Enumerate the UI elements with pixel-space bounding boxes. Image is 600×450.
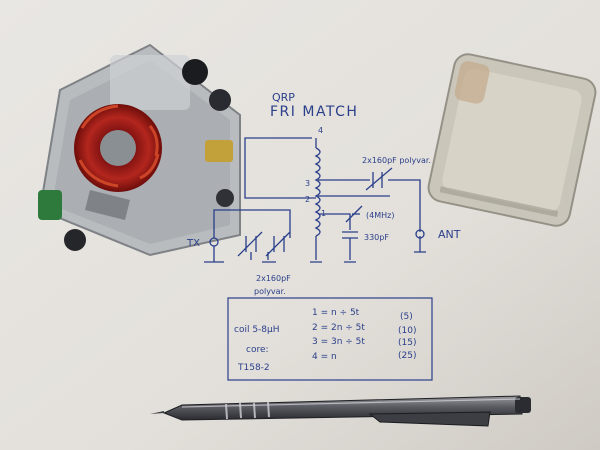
table-row-turns: (15) <box>398 338 416 348</box>
coil-table-box <box>227 297 433 381</box>
connector-gold <box>205 140 233 162</box>
table-row-turns: (25) <box>398 351 416 361</box>
ballpoint-pen <box>150 395 531 427</box>
note-title-qrp: QRP <box>272 91 295 104</box>
table-row-turns: (10) <box>398 326 416 336</box>
knob-top <box>182 59 208 85</box>
table-row-formula: 2 = 2n ÷ 5t <box>312 323 365 333</box>
tap-label-2: 2 <box>305 195 310 204</box>
tap-label-1: 1 <box>321 209 326 218</box>
plastic-box-lid <box>427 53 597 227</box>
note-title-main: FRI MATCH <box>270 104 358 120</box>
cap-label-330: 330pF <box>364 233 389 242</box>
core-label: core: <box>246 345 269 355</box>
table-row-formula: 4 = n <box>312 352 337 362</box>
core-type: T158-2 <box>237 363 270 373</box>
schematic-drawing <box>204 137 426 263</box>
green-knob <box>38 190 62 220</box>
coil-value: coil 5-8µH <box>234 325 280 335</box>
table-row-formula: 1 = n ÷ 5t <box>312 308 360 318</box>
table-row-formula: 3 = 3n ÷ 5t <box>312 337 365 347</box>
port-label-ant: ANT <box>438 228 461 241</box>
cap-label-bottom-1: 2x160pF <box>256 274 291 283</box>
port-label-tx: TX <box>186 238 200 249</box>
cap-label-4mhz: (4MHz) <box>366 211 394 220</box>
cap-label-top: 2x160pF polyvar. <box>362 156 431 165</box>
tap-label-4: 4 <box>318 126 323 135</box>
tap-label-3: 3 <box>305 179 310 188</box>
tuner-device-photo <box>38 43 241 257</box>
cap-label-bottom-2: polyvar. <box>254 287 286 296</box>
table-row-turns: (5) <box>400 312 413 322</box>
